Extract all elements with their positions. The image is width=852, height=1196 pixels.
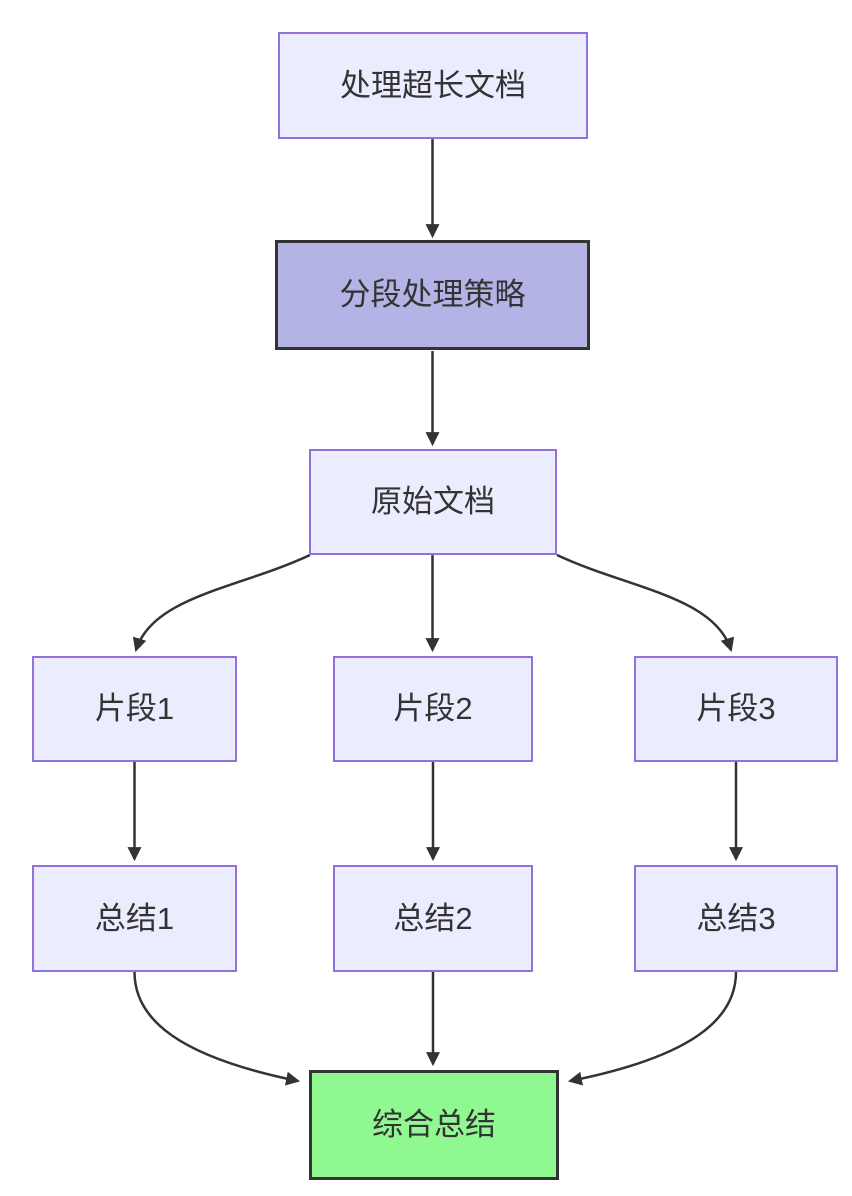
node-label: 片段3 (696, 691, 776, 727)
node-final-summary: 综合总结 (309, 1070, 559, 1180)
node-segment-1: 片段1 (32, 656, 237, 762)
node-segment-3: 片段3 (634, 656, 838, 762)
edge-source-to-segment1 (132, 553, 311, 653)
node-label: 分段处理策略 (339, 277, 526, 313)
edge-summary1-to-final (133, 971, 301, 1086)
node-label: 总结2 (393, 900, 473, 936)
node-label: 处理超长文档 (340, 67, 526, 103)
node-label: 原始文档 (371, 484, 495, 520)
node-summary-2: 总结2 (333, 865, 533, 972)
node-summary-3: 总结3 (634, 865, 838, 972)
node-segment-2: 片段2 (333, 656, 533, 762)
node-original-doc: 原始文档 (309, 449, 557, 555)
node-summary-1: 总结1 (32, 865, 237, 972)
node-label: 总结1 (94, 900, 175, 936)
node-segmentation-strategy: 分段处理策略 (275, 240, 590, 350)
node-label: 片段2 (393, 691, 473, 727)
node-label: 综合总结 (372, 1107, 496, 1143)
edge-source-to-segment3 (556, 553, 735, 653)
node-label: 总结3 (696, 900, 776, 936)
node-label: 片段1 (94, 691, 175, 727)
node-process-long-doc: 处理超长文档 (278, 32, 588, 139)
edge-summary3-to-final (567, 971, 738, 1086)
